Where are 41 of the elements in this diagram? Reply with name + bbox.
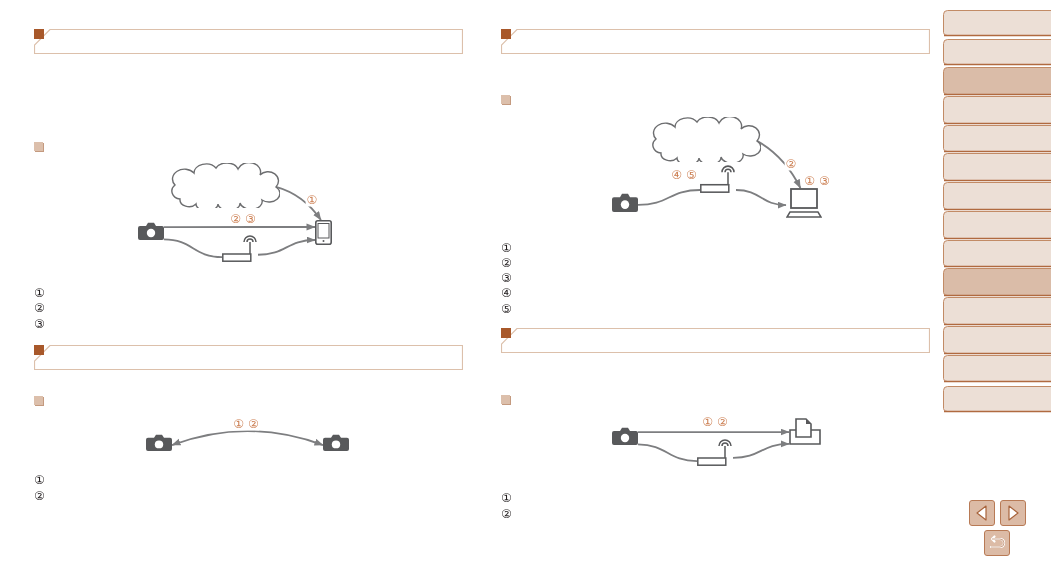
printer-icon [789, 418, 821, 445]
list-number: ② [34, 301, 45, 315]
smartphone-icon [315, 220, 332, 245]
camera-icon [612, 193, 638, 212]
camera-icon [146, 434, 172, 451]
list-number: ① [34, 286, 45, 300]
list-number: ④ [501, 286, 512, 300]
list-number: ① [501, 241, 512, 255]
list-number: ② [501, 507, 512, 521]
callout-number: ② [784, 157, 798, 171]
arrow [163, 223, 316, 231]
laptop-icon [786, 188, 822, 218]
camera-icon [138, 222, 164, 240]
callout-number: ② ③ [229, 212, 257, 226]
connector-line [163, 238, 223, 258]
arrow [275, 185, 322, 221]
camera-icon [612, 427, 638, 445]
callout-number: ① ② [232, 417, 260, 431]
connector-line [637, 189, 701, 206]
router-icon [697, 437, 733, 466]
arrow [637, 428, 790, 436]
connector-line [637, 443, 698, 462]
arrow [732, 440, 790, 459]
list-number: ① [501, 491, 512, 505]
list-number: ⑤ [501, 302, 512, 316]
arrow [735, 189, 787, 209]
router-icon [222, 233, 258, 262]
list-number: ① [34, 473, 45, 487]
router-icon [700, 163, 736, 193]
arrow [756, 139, 802, 189]
camera-icon [323, 434, 349, 451]
callout-number: ① ③ [803, 174, 831, 188]
callout-number: ① [305, 193, 319, 207]
list-number: ③ [501, 271, 512, 285]
double-headed-arrow [171, 430, 324, 446]
arrow [257, 236, 316, 256]
list-number: ② [34, 489, 45, 503]
callout-number: ① ② [701, 415, 729, 429]
list-number: ③ [34, 317, 45, 331]
list-number: ② [501, 256, 512, 270]
callout-number: ④ ⑤ [670, 168, 698, 182]
